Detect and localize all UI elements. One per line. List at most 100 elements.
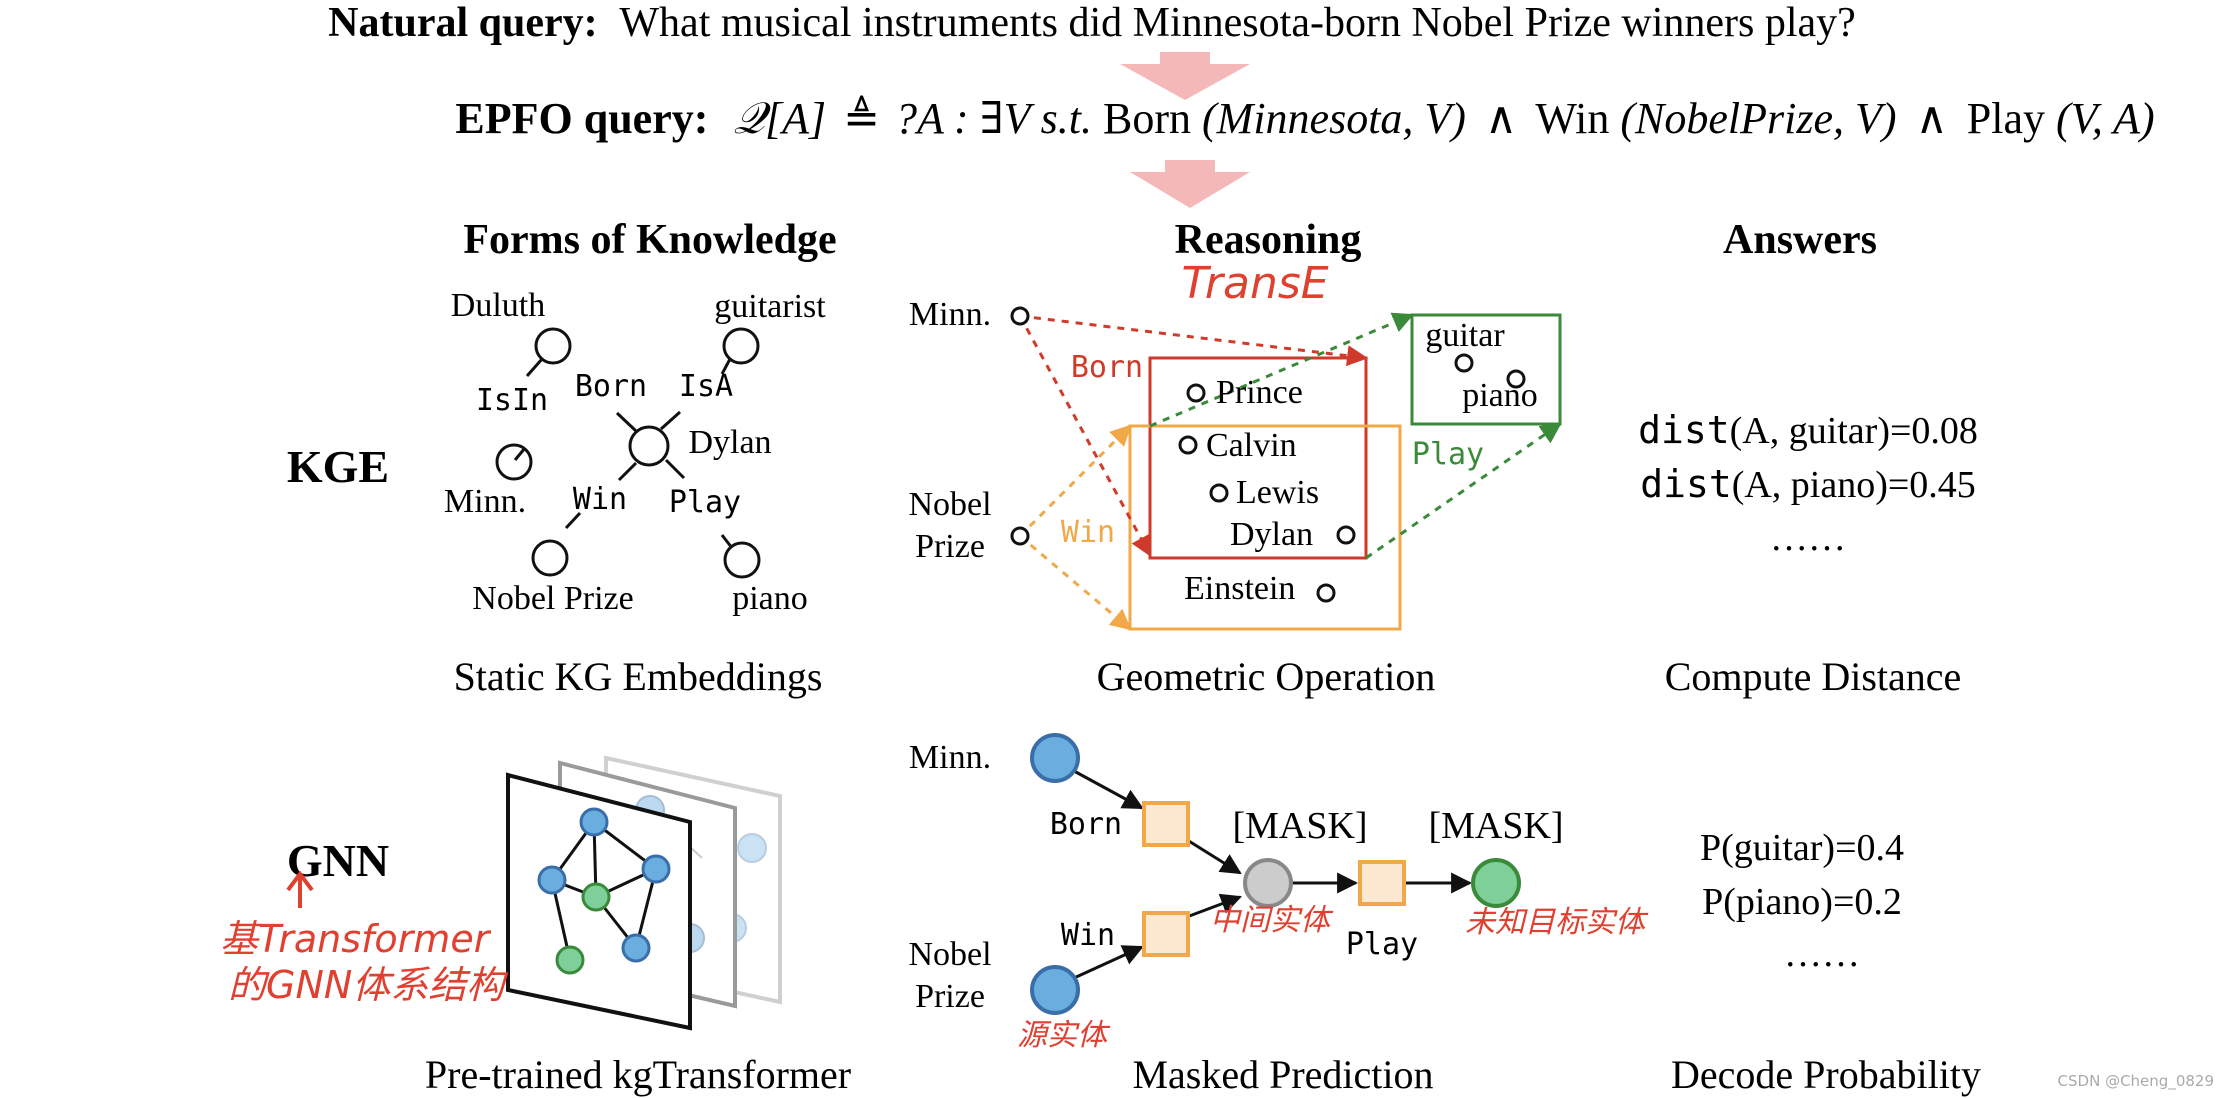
epfo-and-2: ∧ <box>1916 94 1948 143</box>
caption-geometric: Geometric Operation <box>1097 654 1436 699</box>
epfo-arg2: (NobelPrize, V) <box>1620 94 1896 143</box>
geo-label-play: Play <box>1412 437 1484 472</box>
point-guitar <box>1454 353 1474 373</box>
point-prince <box>1186 383 1206 403</box>
geo-label-guitar: guitar <box>1425 317 1505 354</box>
geo-label-lewis: Lewis <box>1236 474 1319 511</box>
point-piano <box>1506 369 1526 389</box>
mask-label-minn: Minn. <box>909 739 991 776</box>
caption-static-kg: Static KG Embeddings <box>454 654 823 699</box>
epfo-arg1: (Minnesota, V) <box>1202 94 1466 143</box>
kg-node-dylan <box>628 425 670 467</box>
epfo-def: ≜ <box>843 94 880 143</box>
play-dash-lower <box>1365 422 1562 560</box>
point-lewis <box>1209 483 1229 503</box>
edge-guitarist <box>720 358 732 375</box>
kg-label-play: Play <box>669 485 741 520</box>
mask-relation-win <box>1142 911 1190 957</box>
geo-label-prince: Prince <box>1216 374 1303 411</box>
win-dash-lower <box>1019 534 1132 631</box>
point-nobel <box>1010 526 1030 546</box>
kge-answer-line2: dist(A, piano)=0.45 <box>1640 462 1976 506</box>
geo-label-nobel-2: Prize <box>915 528 985 565</box>
annotation-intermediate: 中间实体 <box>1210 903 1334 938</box>
annotation-target: 未知目标实体 <box>1465 905 1649 940</box>
gnn-answer-ellipsis: …… <box>1784 933 1860 975</box>
mask-relation-born <box>1142 801 1190 847</box>
edge-isa <box>659 410 682 431</box>
column-knowledge: Forms of Knowledge <box>463 217 836 263</box>
masked-prediction <box>1030 733 1521 1015</box>
geo-label-dylan: Dylan <box>1230 516 1313 553</box>
flow-arrow-2 <box>1130 160 1250 208</box>
back-node <box>737 833 767 863</box>
kg-label-win: Win <box>573 482 627 517</box>
edge-minn <box>513 447 527 461</box>
epfo-play: Play <box>1967 94 2045 143</box>
win-dash-upper <box>1018 424 1132 538</box>
kg-label-isa: IsA <box>679 369 733 404</box>
column-answers: Answers <box>1723 217 1877 263</box>
mask-relation-play <box>1358 860 1406 906</box>
kge-answer-line1: dist(A, guitar)=0.08 <box>1638 408 1978 452</box>
edge-born <box>615 411 638 433</box>
epfo-query: EPFO query: 𝒬[A] ≜ ?A : ∃V s.t. Born (Mi… <box>455 94 2154 143</box>
mask-node-nobel <box>1030 965 1080 1015</box>
kg-node-guitarist <box>722 327 760 365</box>
geometric-operation <box>1010 306 1562 631</box>
play-box <box>1410 313 1562 426</box>
epfo-arg3: (V, A) <box>2056 94 2155 143</box>
mask-node-minn <box>1030 733 1080 783</box>
mask-node-target <box>1471 858 1521 908</box>
kg-label-isin: IsIn <box>476 383 548 418</box>
mask-label-mask2: [MASK] <box>1428 805 1563 847</box>
epfo-born: Born <box>1103 94 1191 143</box>
point-dylan <box>1336 525 1356 545</box>
geo-label-nobel-1: Nobel <box>908 486 991 523</box>
edge-play <box>664 458 686 480</box>
kge-answer-line1-rest: (A, guitar)=0.08 <box>1730 410 1978 452</box>
epfo-and-1: ∧ <box>1485 94 1517 143</box>
kg-node-nobel <box>531 539 569 577</box>
mask-label-win: Win <box>1061 918 1115 953</box>
kge-answer-line1-fn: dist <box>1638 408 1730 452</box>
front-node-green <box>581 882 611 912</box>
edge-win-mask <box>1183 893 1242 920</box>
front-node-blue <box>537 865 567 895</box>
kg-label-nobel: Nobel Prize <box>472 580 633 617</box>
mask-node-intermediate <box>1243 858 1293 908</box>
kge-answer-line2-rest: (A, piano)=0.45 <box>1732 464 1976 506</box>
caption-compute-distance: Compute Distance <box>1665 654 1962 699</box>
gnn-answer-line1: P(guitar)=0.4 <box>1700 827 1904 869</box>
mask-label-mask1: [MASK] <box>1232 805 1367 847</box>
win-box <box>1128 424 1402 631</box>
layer-front-graph <box>537 807 671 975</box>
front-node-blue <box>579 807 609 837</box>
annotation-transformer-2: 的GNN体系结构 <box>228 963 509 1007</box>
kg-label-born: Born <box>575 369 647 404</box>
front-node-blue <box>641 854 671 884</box>
epfo-query-label: EPFO query: <box>455 94 708 143</box>
epfo-q: 𝒬[A] <box>733 94 826 143</box>
annotation-transe: TransE <box>1181 258 1328 309</box>
kgtransformer-layers <box>506 755 782 1031</box>
edge-win <box>617 461 638 482</box>
edge-born-mask <box>1183 836 1242 875</box>
point-calvin <box>1178 435 1198 455</box>
flow-arrow-1 <box>1120 52 1250 100</box>
kge-graph <box>495 327 761 579</box>
annotation-source: 源实体 <box>1017 1018 1111 1053</box>
mask-label-nobel-1: Nobel <box>908 936 991 973</box>
geo-label-born: Born <box>1071 350 1143 385</box>
kge-answer-ellipsis: …… <box>1770 517 1846 559</box>
row-kge: KGE <box>287 441 389 492</box>
kg-label-duluth: Duluth <box>451 287 545 324</box>
point-minn <box>1010 306 1030 326</box>
annotation-transformer-1: 基Transformer <box>220 917 492 961</box>
born-dash-lower <box>1018 315 1152 557</box>
born-box <box>1148 356 1368 560</box>
kg-label-dylan: Dylan <box>688 424 771 461</box>
born-dash-upper <box>1019 314 1369 367</box>
mask-label-born: Born <box>1050 807 1122 842</box>
natural-query-label: Natural query: <box>328 0 597 46</box>
